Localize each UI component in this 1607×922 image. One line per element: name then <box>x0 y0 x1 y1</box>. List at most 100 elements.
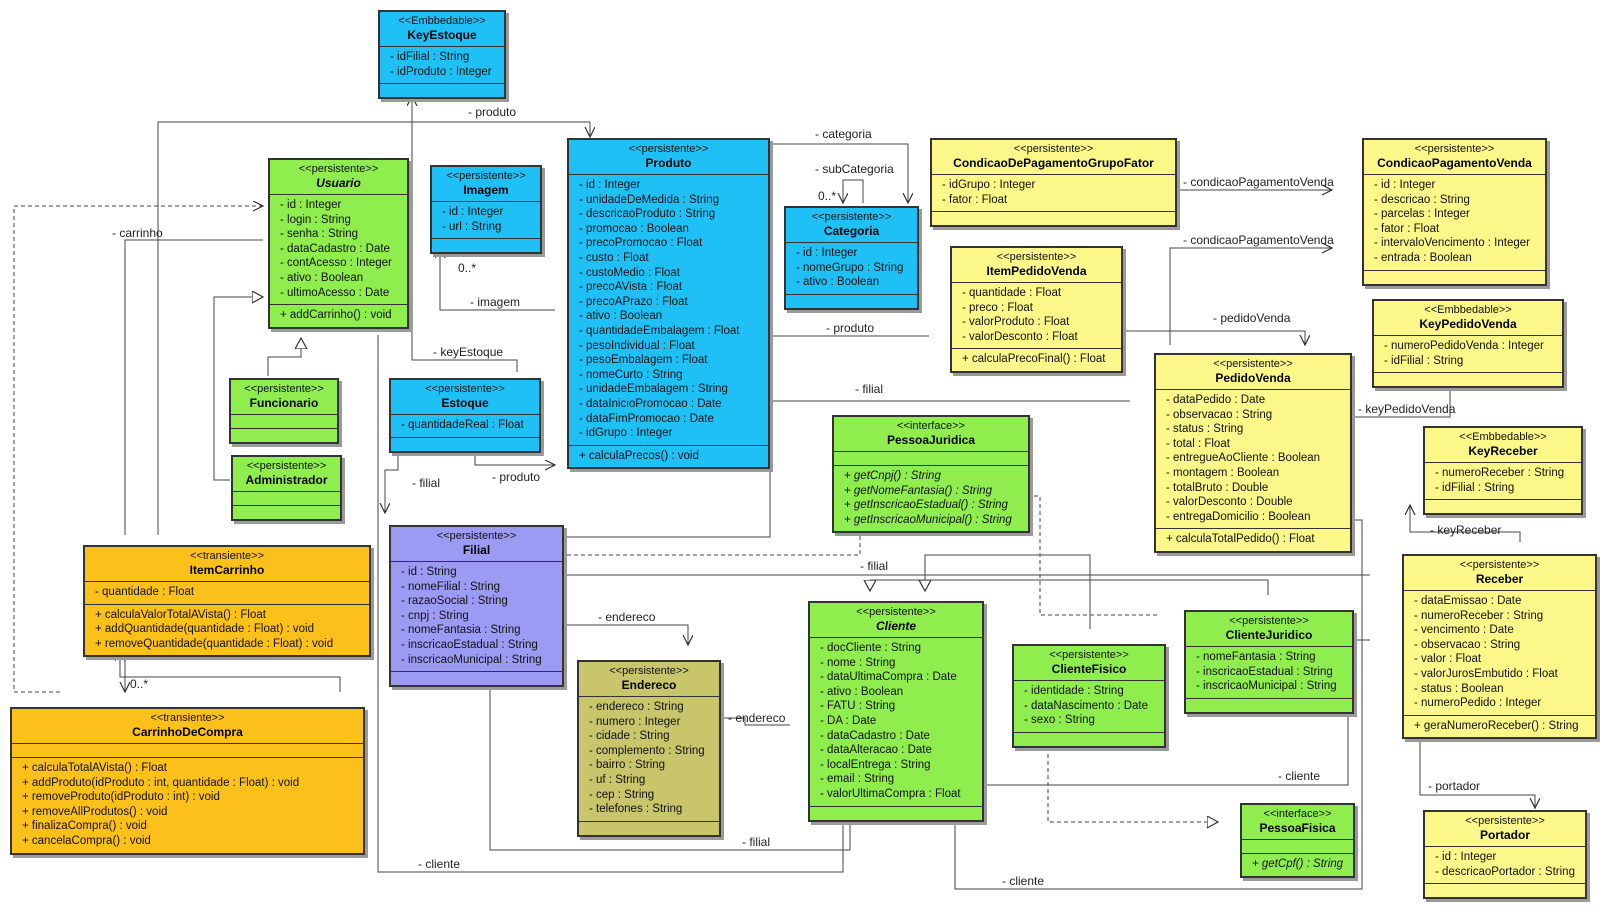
class-usuario[interactable]: <<persistente>>Usuario- id : Integer- lo… <box>268 158 409 329</box>
stereotype: <<persistente>> <box>425 383 505 395</box>
attributes-section: - id : String- nomeFilial : String- raza… <box>391 562 562 673</box>
label-produto-top: - produto <box>468 105 516 119</box>
class-portador[interactable]: <<persistente>>Portador- id : Integer- d… <box>1423 810 1587 900</box>
link-produto-imagem <box>440 248 555 311</box>
attributes-section: - nomeFantasia : String- inscricaoEstadu… <box>1186 647 1352 699</box>
class-pedidovenda[interactable]: <<persistente>>PedidoVenda- dataPedido :… <box>1154 353 1352 553</box>
attribute: - FATU : String <box>820 700 896 713</box>
methods-section: + addCarrinho() : void <box>270 305 407 327</box>
link-filial-pessoajuridica <box>553 523 860 556</box>
attribute: - pesoEmbalagem : Float <box>579 354 708 367</box>
class-produto[interactable]: <<persistente>>Produto- id : Integer- un… <box>567 138 770 470</box>
class-keyreceber[interactable]: <<Embbedable>>KeyReceber- numeroReceber … <box>1423 426 1583 516</box>
stereotype: <<persistente>> <box>628 143 709 155</box>
class-header: <<Embbedable>>KeyReceber <box>1425 428 1581 463</box>
class-keyestoque[interactable]: <<Embbedable>>KeyEstoque- idFilial : Str… <box>378 10 506 100</box>
class-itemcarrinho[interactable]: <<transiente>>ItemCarrinho - quantidade :… <box>83 545 371 658</box>
class-name: PessoaJuridica <box>886 433 976 447</box>
attribute: - quantidade : Float <box>95 586 195 598</box>
method: + removeAllProdutos() : void <box>22 805 168 818</box>
attribute: - nomeFilial : String <box>401 580 501 593</box>
methods-section <box>432 239 540 252</box>
class-categoria[interactable]: <<persistente>>Categoria- id : Integer- … <box>784 206 919 310</box>
class-header: <<transiente>>CarrinhoDeCompra <box>12 709 363 744</box>
class-funcionario[interactable]: <<persistente>>Funcionario <box>229 378 339 444</box>
attributes-section <box>12 744 363 758</box>
link-estoque-keyestoque <box>412 96 518 372</box>
class-carrinhodecompra[interactable]: <<transiente>>CarrinhoDeCompra+ calculaT… <box>10 707 365 855</box>
stereotype: <<persistente>> <box>298 163 379 175</box>
attributes-section: - docCliente : String - nome : String - da… <box>810 638 982 807</box>
attribute: - intervaloVencimento : Integer <box>1374 237 1530 250</box>
methods-section: + calculaValorTotalAVista() : Float+ add… <box>85 605 369 656</box>
attribute: - dataAlteracao : Date <box>820 744 932 757</box>
attributes-section <box>233 492 340 506</box>
class-clientejuridico[interactable]: <<persistente>>ClienteJuridico- nomeFant… <box>1184 610 1354 714</box>
class-endereco[interactable]: <<persistente>>Endereco - endereco : Stri… <box>577 660 721 837</box>
methods-section: + getCpf() : String <box>1242 854 1353 876</box>
attributes-section: - id : Integer- descricao : String- parc… <box>1364 175 1545 271</box>
class-header: <<persistente>>Receber <box>1404 556 1595 591</box>
attributes-section: - dataEmissao : Date- numeroReceber : St… <box>1404 591 1595 716</box>
attribute: - nome : String <box>820 656 896 669</box>
class-condgrupofator[interactable]: <<persistente>>CondicaoDePagamentoGrupoF… <box>930 138 1177 228</box>
class-name: ItemCarrinho <box>189 563 265 577</box>
class-itempedidovenda[interactable]: <<persistente>>ItemPedidoVenda- quantida… <box>950 246 1123 373</box>
attribute: - status : String <box>1166 423 1244 436</box>
class-header: <<persistente>>Endereco <box>579 662 719 697</box>
label-condvenda-1: - condicaoPagamentoVenda <box>1183 175 1334 189</box>
stereotype: <<transiente>> <box>150 712 225 724</box>
attribute: - ativo : Boolean <box>280 271 364 284</box>
class-condvenda[interactable]: <<persistente>>CondicaoPagamentoVenda - i… <box>1362 138 1547 286</box>
class-name: PedidoVenda <box>1215 371 1291 385</box>
methods-section <box>1374 373 1562 386</box>
link-cliente-filial <box>490 677 851 851</box>
attribute: - entrada : Boolean <box>1374 251 1472 264</box>
label-keyestoque: - keyEstoque <box>433 345 503 359</box>
link-pedido-filial <box>553 400 1130 537</box>
class-pessoafisica[interactable]: <<interface>>PessoaFisica+ getCpf() : St… <box>1240 803 1355 878</box>
attribute: - idGrupo : Integer <box>942 179 1036 191</box>
methods-section: + calculaPrecoFinal() : Float <box>952 349 1121 371</box>
attribute: - sexo : String <box>1024 714 1095 727</box>
attribute: - ativo : Boolean <box>796 276 880 289</box>
label-keyreceber: - keyReceber <box>1430 523 1501 537</box>
class-name: Cliente <box>875 619 916 633</box>
stereotype: <<transiente>> <box>189 550 264 562</box>
methods-section: + calculaTotalPedido() : Float <box>1156 529 1350 551</box>
class-filial[interactable]: <<persistente>>Filial- id : String- nome… <box>389 525 564 688</box>
attribute: - dataEmissao : Date <box>1414 595 1522 607</box>
attributes-section <box>1242 840 1353 854</box>
methods-section <box>1425 884 1585 897</box>
class-name: CondicaoPagamentoVenda <box>1377 156 1532 170</box>
class-cliente[interactable]: <<persistente>>Cliente- docCliente : Str… <box>808 601 984 822</box>
attribute: - id : Integer <box>280 199 342 211</box>
attribute: - endereco : String <box>589 701 684 713</box>
class-clientefisico[interactable]: <<persistente>>ClienteFisico- identidade… <box>1012 644 1166 748</box>
class-estoque[interactable]: <<persistente>>Estoque- quantidadeReal :… <box>389 378 541 453</box>
class-header: <<persistente>>ClienteJuridico <box>1186 612 1352 647</box>
method: + removeQuantidade(quantidade : Float) :… <box>95 637 334 650</box>
attribute: - docCliente : String <box>820 642 921 654</box>
class-name: Administrador <box>245 473 328 487</box>
methods-section <box>391 438 539 451</box>
gen-clientefisico-cliente <box>925 554 1091 629</box>
class-imagem[interactable]: <<persistente>>Imagem- id : Integer- url… <box>430 165 542 255</box>
class-receber[interactable]: <<persistente>>Receber- dataEmissao : Da… <box>1402 554 1597 740</box>
method: + getNomeFantasia() : String <box>844 484 992 497</box>
attribute: - nomeGrupo : String <box>796 261 904 274</box>
link-item-pedido <box>1097 330 1305 345</box>
class-keypedidovenda[interactable]: <<Embbedable>>KeyPedidoVenda- numeroPedi… <box>1372 299 1564 389</box>
class-header: <<persistente>>PedidoVenda <box>1156 355 1350 390</box>
attribute: - url : String <box>442 220 502 233</box>
stereotype: <<persistente>> <box>1414 143 1495 155</box>
methods-section: + geraNumeroReceber() : String <box>1404 716 1595 738</box>
class-administrador[interactable]: <<persistente>>Administrador <box>231 455 342 521</box>
attributes-section: - id : Integer- url : String <box>432 202 540 240</box>
class-name: Produto <box>645 156 692 170</box>
methods-section <box>233 506 340 519</box>
attribute: - quantidadeEmbalagem : Float <box>579 324 740 337</box>
class-pessoajuridica[interactable]: <<interface>>PessoaJuridica+ getCnpj() :… <box>832 415 1030 534</box>
attribute: - precoAVista : Float <box>579 281 683 294</box>
stereotype: <<Embbedable>> <box>1459 431 1547 443</box>
